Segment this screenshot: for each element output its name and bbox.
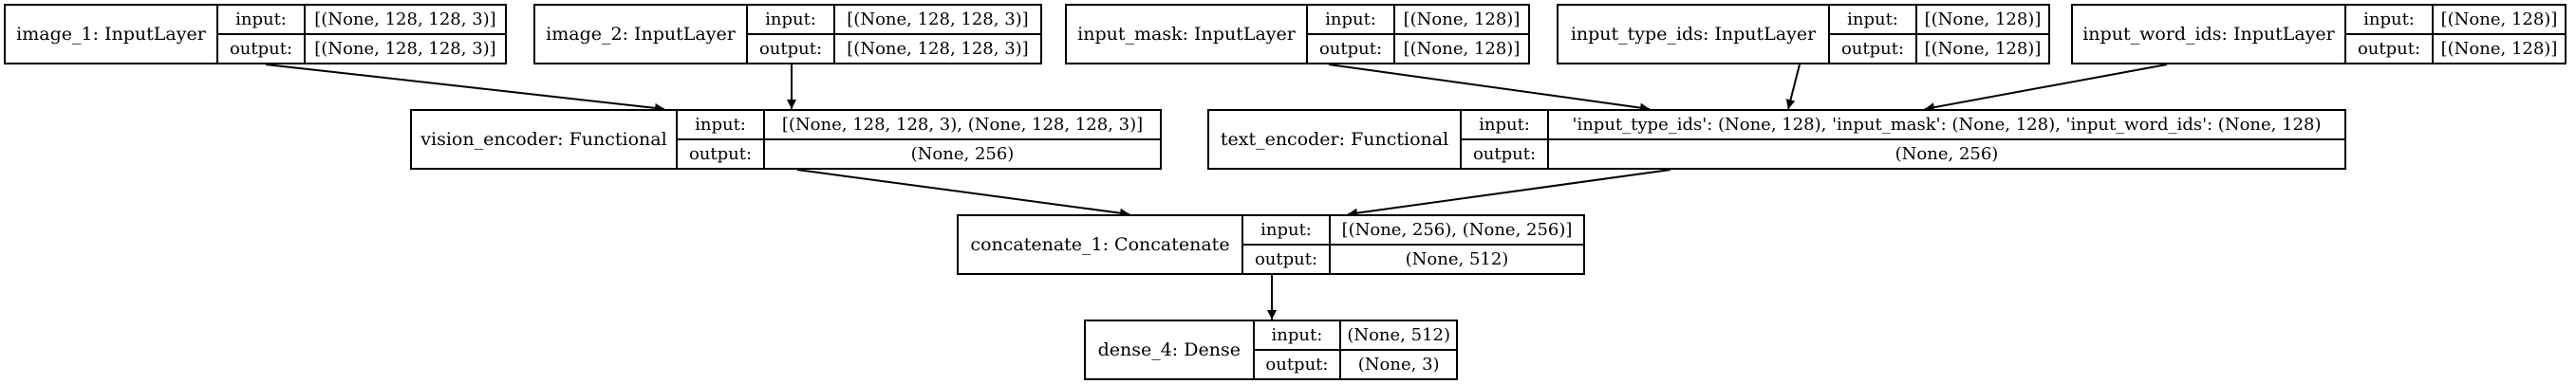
input-port-label: input: xyxy=(235,9,287,29)
shape-values: [(None, 128, 128, 3)] [(None, 128, 128, … xyxy=(304,6,505,63)
output-port-label: output: xyxy=(1254,349,1340,378)
node-text_encoder: text_encoder: Functional input: output: … xyxy=(1207,109,2346,170)
output-port-label: output: xyxy=(1243,244,1329,273)
output-shape: [(None, 128)] xyxy=(1395,33,1528,63)
port-labels: input: output: xyxy=(2344,6,2432,63)
node-label: text_encoder: Functional xyxy=(1220,129,1449,150)
input-shape: 'input_type_ids': (None, 128), 'input_ma… xyxy=(1572,115,2322,135)
input-port-label: input: xyxy=(1260,220,1312,240)
node-input_mask: input_mask: InputLayer input: output: [(… xyxy=(1065,4,1530,64)
port-labels: input: output: xyxy=(1252,321,1340,378)
shape-values: [(None, 128)] [(None, 128)] xyxy=(1915,6,2048,63)
output-shape: (None, 256) xyxy=(765,138,1160,168)
output-port-label: output: xyxy=(748,33,833,63)
shape-values: [(None, 128)] [(None, 128)] xyxy=(1393,6,1528,63)
edge-input_word_ids-to-text_encoder xyxy=(1924,64,2168,113)
node-concatenate_1: concatenate_1: Concatenate input: output… xyxy=(957,214,1585,275)
node-label: image_2: InputLayer xyxy=(546,24,736,45)
node-label: dense_4: Dense xyxy=(1097,339,1241,360)
input-port-label: input: xyxy=(1325,9,1376,29)
edge-vision_encoder-to-concatenate_1 xyxy=(796,169,1130,218)
edge-input_mask-to-text_encoder xyxy=(1328,64,1651,113)
output-shape: (None, 256) xyxy=(1549,138,2344,168)
node-label: input_type_ids: InputLayer xyxy=(1570,24,1817,45)
output-shape: [(None, 128, 128, 3)] xyxy=(306,33,505,63)
shape-values: [(None, 128)] [(None, 128)] xyxy=(2432,6,2565,63)
output-port-label: output: xyxy=(218,33,304,63)
shape-values: 'input_type_ids': (None, 128), 'input_ma… xyxy=(1547,111,2344,168)
input-shape: [(None, 128, 128, 3), (None, 128, 128, 3… xyxy=(781,115,1144,135)
shape-values: [(None, 256), (None, 256)] (None, 512) xyxy=(1329,216,1583,273)
node-image_2: image_2: InputLayer input: output: [(Non… xyxy=(533,4,1042,64)
port-labels: input: output: xyxy=(216,6,304,63)
output-shape: [(None, 128)] xyxy=(2434,33,2565,63)
output-shape: [(None, 128, 128, 3)] xyxy=(835,33,1040,63)
node-dense_4: dense_4: Dense input: output: (None, 512… xyxy=(1084,320,1458,380)
port-labels: input: output: xyxy=(1241,216,1329,273)
output-shape: [(None, 128)] xyxy=(1917,33,2048,63)
edge-input_type_ids-to-text_encoder xyxy=(1785,64,1801,110)
input-shape: (None, 512) xyxy=(1347,325,1450,345)
edge-image_1-to-vision_encoder xyxy=(265,64,665,113)
shape-values: [(None, 128, 128, 3)] [(None, 128, 128, … xyxy=(833,6,1040,63)
output-port-label: output: xyxy=(2346,33,2432,63)
shape-values: (None, 512) (None, 3) xyxy=(1339,321,1456,378)
node-label: input_word_ids: InputLayer xyxy=(2082,24,2335,45)
node-label: input_mask: InputLayer xyxy=(1077,24,1296,45)
shape-values: [(None, 128, 128, 3), (None, 128, 128, 3… xyxy=(763,111,1160,168)
port-labels: input: output: xyxy=(1306,6,1393,63)
node-vision_encoder: vision_encoder: Functional input: output… xyxy=(410,109,1162,170)
input-shape: [(None, 128)] xyxy=(2440,9,2558,29)
output-port-label: output: xyxy=(1462,138,1547,168)
node-image_1: image_1: InputLayer input: output: [(Non… xyxy=(4,4,507,64)
node-input_type_ids: input_type_ids: InputLayer input: output… xyxy=(1557,4,2050,64)
input-port-label: input: xyxy=(2363,9,2415,29)
output-port-label: output: xyxy=(678,138,763,168)
output-port-label: output: xyxy=(1830,33,1915,63)
output-shape: (None, 3) xyxy=(1341,349,1456,378)
node-label: image_1: InputLayer xyxy=(16,24,206,45)
port-labels: input: output: xyxy=(676,111,763,168)
input-shape: [(None, 256), (None, 256)] xyxy=(1341,220,1573,240)
edge-text_encoder-to-concatenate_1 xyxy=(1347,169,1671,218)
output-shape: (None, 512) xyxy=(1331,244,1583,273)
node-label: vision_encoder: Functional xyxy=(420,129,667,150)
port-labels: input: output: xyxy=(746,6,833,63)
input-shape: [(None, 128, 128, 3)] xyxy=(314,9,496,29)
node-label: concatenate_1: Concatenate xyxy=(970,234,1230,255)
output-port-label: output: xyxy=(1308,33,1393,63)
input-shape: [(None, 128)] xyxy=(1924,9,2042,29)
input-port-label: input: xyxy=(695,115,746,135)
input-shape: [(None, 128, 128, 3)] xyxy=(847,9,1029,29)
port-labels: input: output: xyxy=(1460,111,1547,168)
node-input_word_ids: input_word_ids: InputLayer input: output… xyxy=(2071,4,2567,64)
input-port-label: input: xyxy=(1847,9,1898,29)
input-port-label: input: xyxy=(1479,115,1530,135)
input-port-label: input: xyxy=(1271,325,1323,345)
input-shape: [(None, 128)] xyxy=(1403,9,1521,29)
input-port-label: input: xyxy=(765,9,816,29)
port-labels: input: output: xyxy=(1828,6,1915,63)
